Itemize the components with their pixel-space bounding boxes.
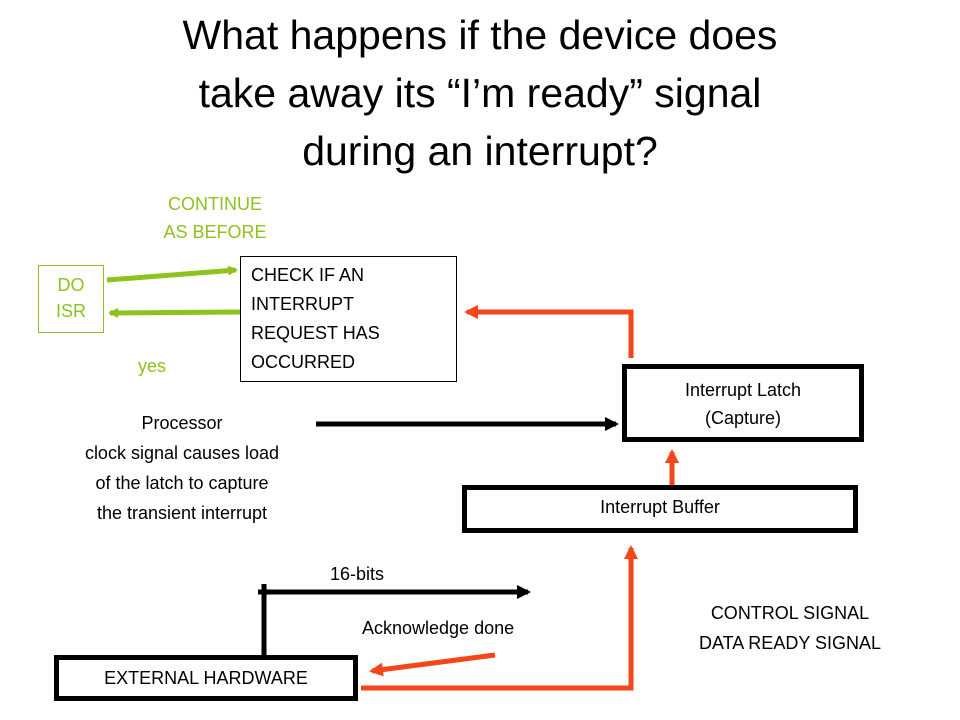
interrupt-latch-box: Interrupt Latch (Capture)	[622, 364, 864, 442]
yes-label: yes	[138, 356, 167, 376]
data-ready-arrow	[361, 545, 638, 691]
external-hardware-box: EXTERNAL HARDWARE	[54, 655, 358, 701]
title-line-3: during an interrupt?	[302, 128, 658, 174]
continue-label: CONTINUE AS BEFORE	[163, 194, 267, 242]
control-signal-label: CONTROL SIGNAL DATA READY SIGNAL	[698, 603, 882, 653]
processor-label: Processor clock signal causes load of th…	[84, 413, 280, 523]
continue-arrow	[106, 265, 238, 283]
acknowledge-label: Acknowledge done	[362, 618, 515, 638]
latch-to-check-arrow	[464, 305, 634, 358]
slide-title: What happens if the device does take awa…	[40, 6, 920, 180]
bits-label: 16-bits	[330, 564, 385, 584]
acknowledge-arrow	[369, 652, 496, 677]
do-isr-box: DO ISR	[38, 265, 104, 333]
yes-arrow	[108, 307, 241, 318]
title-line-1: What happens if the device does	[182, 12, 778, 58]
check-interrupt-box: CHECK IF AN INTERRUPT REQUEST HAS OCCURR…	[240, 256, 457, 382]
interrupt-buffer-box: Interrupt Buffer	[462, 485, 858, 533]
title-line-2: take away its “I’m ready” signal	[198, 70, 762, 116]
